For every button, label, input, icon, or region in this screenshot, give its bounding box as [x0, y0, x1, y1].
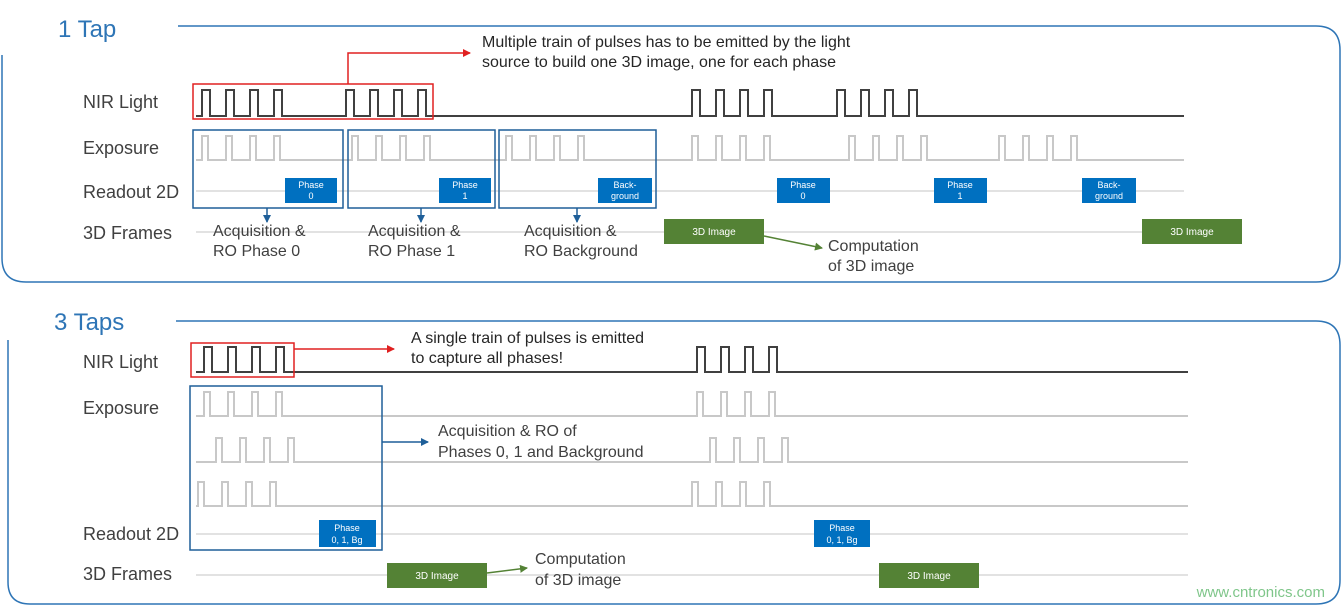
readout-box-line2: 0: [800, 191, 805, 201]
image-box-label: 3D Image: [907, 571, 951, 582]
exposure-waveform-tap-3: [196, 481, 1188, 507]
computation-line1: Computation: [828, 238, 919, 255]
panel-2-frame: [7, 320, 1341, 605]
acquisition-box: [192, 129, 344, 209]
readout-box-line2: 0: [308, 191, 313, 201]
image-box-label: 3D Image: [1170, 227, 1214, 238]
acq-callout-line1: Acquisition & RO of: [438, 423, 577, 440]
panel-3-taps: 3 Taps NIR Light Exposure Readout 2D 3D …: [7, 309, 1341, 605]
acquisition-label-line1: Acquisition &: [524, 223, 617, 240]
computation-line2: of 3D image: [535, 572, 621, 589]
image-box: 3D Image: [879, 563, 979, 588]
readout-box-line1: Back-: [613, 180, 636, 190]
exposure-waveform-tap-1: [196, 391, 1188, 417]
readout-box: Back- ground: [598, 178, 652, 203]
row-label-exposure: Exposure: [83, 138, 159, 158]
image-box: 3D Image: [1142, 219, 1242, 244]
readout-box: Phase 1: [439, 178, 491, 203]
readout-box: Phase 0: [285, 178, 337, 203]
readout-box: Phase 1: [934, 178, 987, 203]
acquisition-label-line2: RO Phase 1: [368, 243, 455, 260]
acquisition-label-line2: RO Background: [524, 243, 638, 260]
readout-box: Phase 0, 1, Bg: [814, 520, 870, 547]
image-box: 3D Image: [387, 563, 487, 588]
row-label-nir: NIR Light: [83, 92, 158, 112]
readout-box-line2: 1: [462, 191, 467, 201]
panel-1-tap: 1 Tap NIR Light Exposure Readout 2D 3D F…: [1, 16, 1341, 283]
watermark: www.cntronics.com: [1196, 584, 1325, 601]
nir-highlight-box: [192, 83, 434, 120]
panel-2-callout-line1: A single train of pulses is emitted: [411, 330, 644, 347]
arrow-right-icon: [763, 235, 823, 251]
nir-highlight-box: [190, 342, 295, 378]
readout-box-line2: ground: [1095, 191, 1123, 201]
readout-box-line1: Back-: [1097, 180, 1120, 190]
readout-box-line1: Phase: [947, 180, 973, 190]
panel-2-callout-line2: to capture all phases!: [411, 350, 563, 367]
panel-1-callout-line1: Multiple train of pulses has to be emitt…: [482, 34, 851, 51]
readout-box-line2: ground: [611, 191, 639, 201]
row-label-frames: 3D Frames: [83, 564, 172, 584]
arrow-right-icon: [347, 49, 471, 84]
nir-light-waveform: [196, 346, 1188, 373]
computation-line1: Computation: [535, 551, 626, 568]
image-box-label: 3D Image: [692, 227, 736, 238]
readout-box-line2: 0, 1, Bg: [331, 535, 362, 545]
readout-box-line1: Phase: [829, 523, 855, 533]
readout-box-line1: Phase: [452, 180, 478, 190]
readout-box: Back- ground: [1082, 178, 1136, 203]
panel-1-callout-line2: source to build one 3D image, one for ea…: [482, 54, 836, 71]
panel-1-title: 1 Tap: [58, 16, 116, 43]
nir-light-waveform: [196, 89, 1184, 117]
readout-box-line1: Phase: [790, 180, 816, 190]
arrow-right-icon: [486, 564, 528, 574]
image-box: 3D Image: [664, 219, 764, 244]
row-label-frames: 3D Frames: [83, 223, 172, 243]
row-label-nir: NIR Light: [83, 352, 158, 372]
readout-box: Phase 0: [777, 178, 830, 203]
exposure-waveform: [196, 135, 1184, 161]
image-box-label: 3D Image: [415, 571, 459, 582]
exposure-waveform-tap-2: [196, 437, 1188, 463]
acquisition-label-line1: Acquisition &: [368, 223, 461, 240]
panel-1-frame: [1, 25, 1341, 283]
readout-box-line2: 0, 1, Bg: [826, 535, 857, 545]
readout-box-line1: Phase: [334, 523, 360, 533]
readout-box-line1: Phase: [298, 180, 324, 190]
row-label-exposure: Exposure: [83, 398, 159, 418]
computation-line2: of 3D image: [828, 258, 914, 275]
panel-2-title: 3 Taps: [54, 309, 124, 336]
row-label-readout: Readout 2D: [83, 182, 179, 202]
acquisition-box: [189, 385, 383, 551]
row-label-readout: Readout 2D: [83, 524, 179, 544]
acquisition-label-line2: RO Phase 0: [213, 243, 300, 260]
readout-box: Phase 0, 1, Bg: [319, 520, 376, 547]
acq-callout-line2: Phases 0, 1 and Background: [438, 444, 643, 461]
acquisition-label-line1: Acquisition &: [213, 223, 306, 240]
readout-box-line2: 1: [957, 191, 962, 201]
